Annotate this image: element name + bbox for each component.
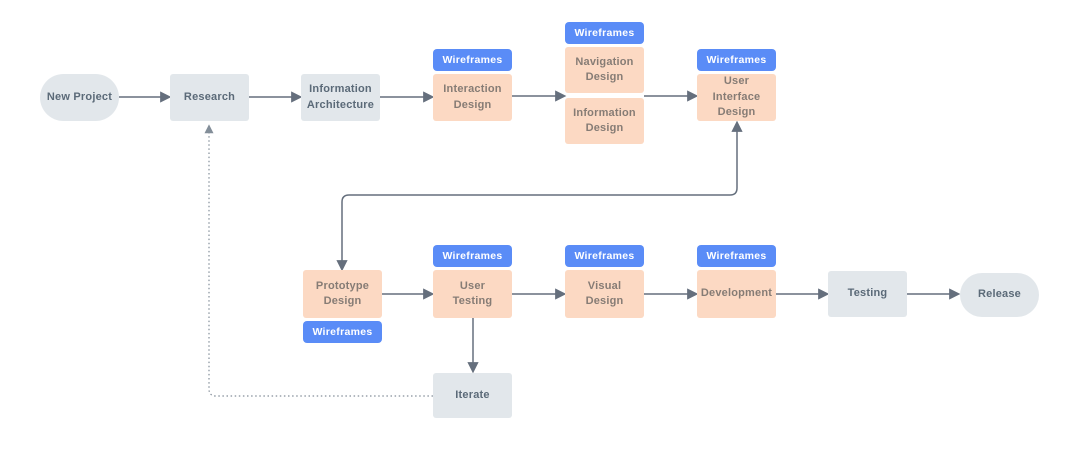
- node-navigation-design: Navigation Design: [565, 47, 644, 93]
- node-label: Information Architecture: [306, 83, 375, 111]
- node-label: User Testing: [452, 279, 493, 307]
- tag-label: Wireframes: [706, 250, 767, 262]
- node-new-project: New Project: [40, 74, 119, 121]
- tag-wireframes-user-interface-design: Wireframes: [697, 49, 776, 71]
- tag-label: Wireframes: [442, 250, 503, 262]
- connector-userinterfacedesign-prototypedesign: [336, 120, 743, 272]
- node-label: Testing: [847, 287, 888, 300]
- node-label: Prototype Design: [315, 279, 370, 307]
- tag-label: Wireframes: [574, 27, 635, 39]
- node-testing: Testing: [828, 271, 907, 317]
- node-label: Iterate: [455, 388, 490, 401]
- tag-wireframes-user-testing: Wireframes: [433, 245, 512, 267]
- node-iterate: Iterate: [433, 373, 512, 418]
- node-visual-design: Visual Design: [565, 270, 644, 318]
- tag-label: Wireframes: [574, 250, 635, 262]
- tag-label: Wireframes: [312, 326, 373, 338]
- node-label: User Interface Design: [712, 75, 761, 119]
- node-interaction-design: Interaction Design: [433, 74, 512, 121]
- node-user-testing: User Testing: [433, 270, 512, 318]
- tag-wireframes-design-stack: Wireframes: [565, 22, 644, 44]
- tag-wireframes-interaction-design: Wireframes: [433, 49, 512, 71]
- tag-wireframes-visual-design: Wireframes: [565, 245, 644, 267]
- tag-label: Wireframes: [706, 54, 767, 66]
- node-development: Development: [697, 270, 776, 318]
- node-release: Release: [960, 273, 1039, 317]
- node-information-design: Information Design: [565, 98, 644, 144]
- node-label: Development: [700, 287, 773, 300]
- node-label: Research: [183, 90, 236, 103]
- node-label: Navigation Design: [575, 55, 634, 83]
- node-research: Research: [170, 74, 249, 121]
- node-label: Release: [978, 288, 1021, 301]
- node-prototype-design: Prototype Design: [303, 270, 382, 318]
- node-user-interface-design: User Interface Design: [697, 74, 776, 121]
- node-label: Information Design: [573, 106, 636, 134]
- node-information-architecture: Information Architecture: [301, 74, 380, 121]
- tag-label: Wireframes: [442, 54, 503, 66]
- tag-wireframes-development: Wireframes: [697, 245, 776, 267]
- node-label: New Project: [46, 90, 113, 103]
- tag-wireframes-prototype-design: Wireframes: [303, 321, 382, 343]
- connector-iterate-research-feedback: [204, 124, 433, 397]
- node-label: Visual Design: [585, 279, 624, 307]
- node-label: Interaction Design: [443, 83, 502, 111]
